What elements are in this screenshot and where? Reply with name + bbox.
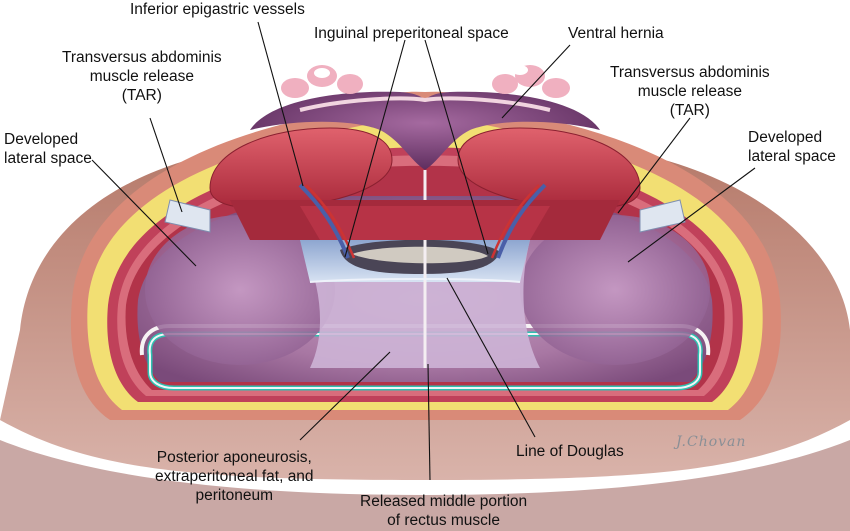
epigastric-vessels-right [496,183,547,259]
tar-release-left [164,199,211,233]
ventral-hernia-sac [250,91,600,170]
label-tar-left: Transversus abdominis muscle release (TA… [62,49,222,104]
label-line-of-douglas: Line of Douglas [516,443,624,460]
toes-left [281,65,363,98]
toes-right [492,65,570,98]
tar-release-right [639,199,686,233]
label-inguinal-preperitoneal-space: Inguinal preperitoneal space [314,25,509,42]
dorsal-skin [0,440,850,531]
label-inferior-epigastric-vessels: Inferior epigastric vessels [130,1,305,18]
leader-lines [91,21,756,481]
label-released-rectus: Released middle portion of rectus muscle [360,493,528,529]
developed-lateral-space-right [520,215,710,365]
label-developed-lateral-space-right: Developed lateral space [748,129,836,165]
epigastric-vessels-left [298,183,350,259]
label-developed-lateral-space-left: Developed lateral space [4,131,92,167]
developed-lateral-space-left [145,215,335,365]
label-ventral-hernia: Ventral hernia [568,25,664,42]
label-tar-right: Transversus abdominis muscle release (TA… [610,64,770,119]
label-posterior-aponeurosis: Posterior aponeurosis, extraperitoneal f… [155,449,314,504]
artist-signature: J.Chovan [676,434,747,450]
